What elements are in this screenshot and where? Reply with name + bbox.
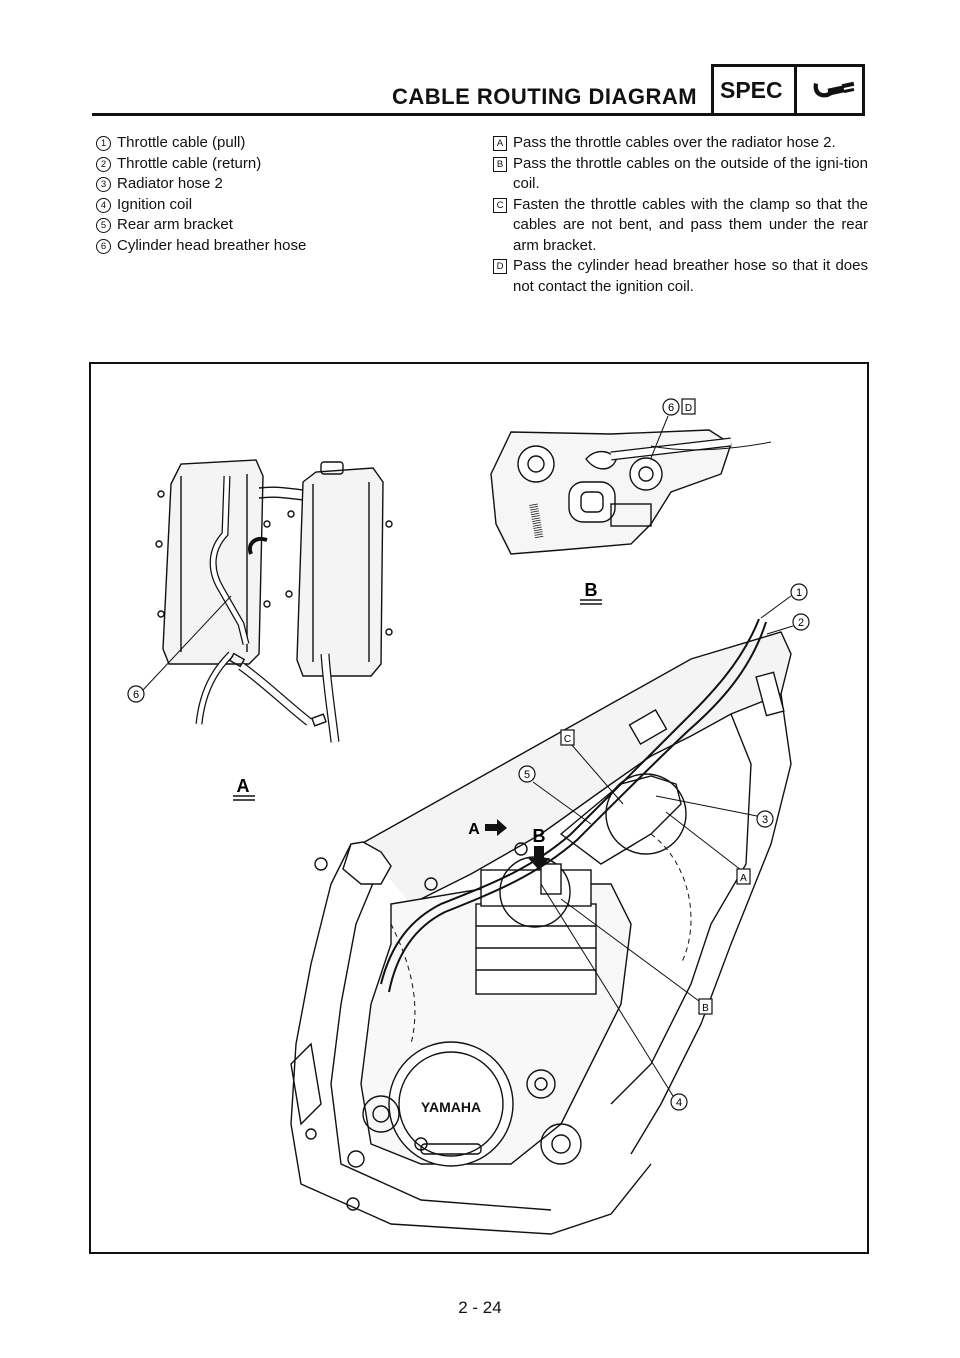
legend-item: 1 Throttle cable (pull) [96, 133, 476, 154]
spec-divider [794, 67, 797, 113]
view-b-label: B [585, 580, 598, 600]
legend-item-label: Rear arm bracket [117, 216, 233, 233]
engine-brand-label: YAMAHA [421, 1099, 481, 1115]
wrench-icon [813, 81, 855, 98]
callout-a: A [665, 811, 751, 885]
callout-5-label: 5 [524, 769, 530, 781]
view-b-arrow: B [528, 826, 550, 870]
callout-4-label: 4 [676, 1097, 682, 1109]
legend-item: 2 Throttle cable (return) [96, 154, 476, 175]
callout-4: 4 [540, 883, 688, 1111]
callout-c-label: C [564, 734, 571, 745]
callout-number-badge: 5 [96, 218, 111, 233]
note-text: Fasten the throttle cables with the clam… [513, 195, 868, 254]
callout-a-label: A [740, 873, 747, 884]
callout-number-badge: 6 [96, 238, 111, 254]
callout-number-badge: 3 [96, 177, 111, 192]
callout-6-view-b: 6 D [650, 398, 696, 459]
view-a-arrow: A [468, 819, 507, 838]
note-letter-badge: B [493, 156, 507, 172]
legend-item-label: Throttle cable (pull) [117, 134, 246, 151]
cylinder-head-view-b: ||||||||||||||| [490, 429, 772, 555]
legend-item: 3 Radiator hose 2 [96, 174, 476, 195]
callout-1: 1 [760, 583, 808, 619]
callout-6-label: 6 [668, 402, 674, 414]
callout-3-label: 3 [762, 814, 768, 826]
frame-engine-view [290, 618, 792, 1235]
note-text: Pass the throttle cables on the outside … [513, 154, 868, 193]
note-text: Pass the throttle cables over the radiat… [513, 134, 836, 151]
callout-d-label: D [685, 403, 692, 414]
legend-item-label: Radiator hose 2 [117, 175, 223, 192]
callout-2: 2 [766, 613, 810, 635]
page-header: CABLE ROUTING DIAGRAM SPEC [0, 0, 960, 120]
note-item: C Fasten the throttle cables with the cl… [493, 195, 868, 257]
callout-5: 5 [518, 765, 592, 825]
callout-number-badge: 4 [96, 197, 111, 213]
page-number: 2 - 24 [458, 1298, 502, 1317]
arrow-a-label: A [468, 821, 480, 838]
callout-3: 3 [655, 795, 774, 828]
parts-legend: 1 Throttle cable (pull) 2 Throttle cable… [96, 133, 476, 256]
legend-item: 6 Cylinder head breather hose [96, 236, 476, 257]
callout-6-label: 6 [133, 689, 139, 701]
legend-item: 4 Ignition coil [96, 195, 476, 216]
legend-item-label: Cylinder head breather hose [117, 236, 307, 254]
note-text: Pass the cylinder head breather hose so … [513, 257, 868, 295]
arrow-b-label: B [533, 826, 546, 846]
callout-1-label: 1 [796, 587, 802, 599]
spec-section-badge: SPEC [711, 64, 865, 116]
diagram-drawing: 6 A ||||||||||||||| 6 D [127, 398, 810, 1235]
radiator-view-a [155, 459, 393, 743]
routing-notes: A Pass the throttle cables over the radi… [493, 133, 868, 297]
legend-item: 5 Rear arm bracket [96, 215, 476, 236]
page-title: CABLE ROUTING DIAGRAM [392, 84, 698, 109]
callout-number-badge: 1 [96, 136, 111, 151]
note-letter-badge: A [493, 136, 507, 151]
note-item: A Pass the throttle cables over the radi… [493, 133, 868, 154]
callout-b: B [560, 898, 713, 1015]
callout-b-label: B [702, 1003, 709, 1014]
callout-6-view-a: 6 [127, 595, 232, 703]
note-letter-badge: D [493, 259, 507, 274]
note-item: B Pass the throttle cables on the outsid… [493, 154, 868, 195]
cable-routing-diagram: 6 A ||||||||||||||| 6 D [89, 362, 869, 1254]
callout-2-label: 2 [798, 617, 804, 629]
note-letter-badge: C [493, 197, 507, 213]
legend-item-label: Throttle cable (return) [117, 154, 262, 172]
spec-label: SPEC [720, 77, 783, 103]
note-item: D Pass the cylinder head breather hose s… [493, 256, 868, 297]
header-rule [92, 113, 712, 116]
callout-c: C [560, 729, 624, 805]
view-a-label: A [237, 776, 250, 796]
legend-item-label: Ignition coil [117, 195, 193, 213]
callout-number-badge: 2 [96, 156, 111, 172]
